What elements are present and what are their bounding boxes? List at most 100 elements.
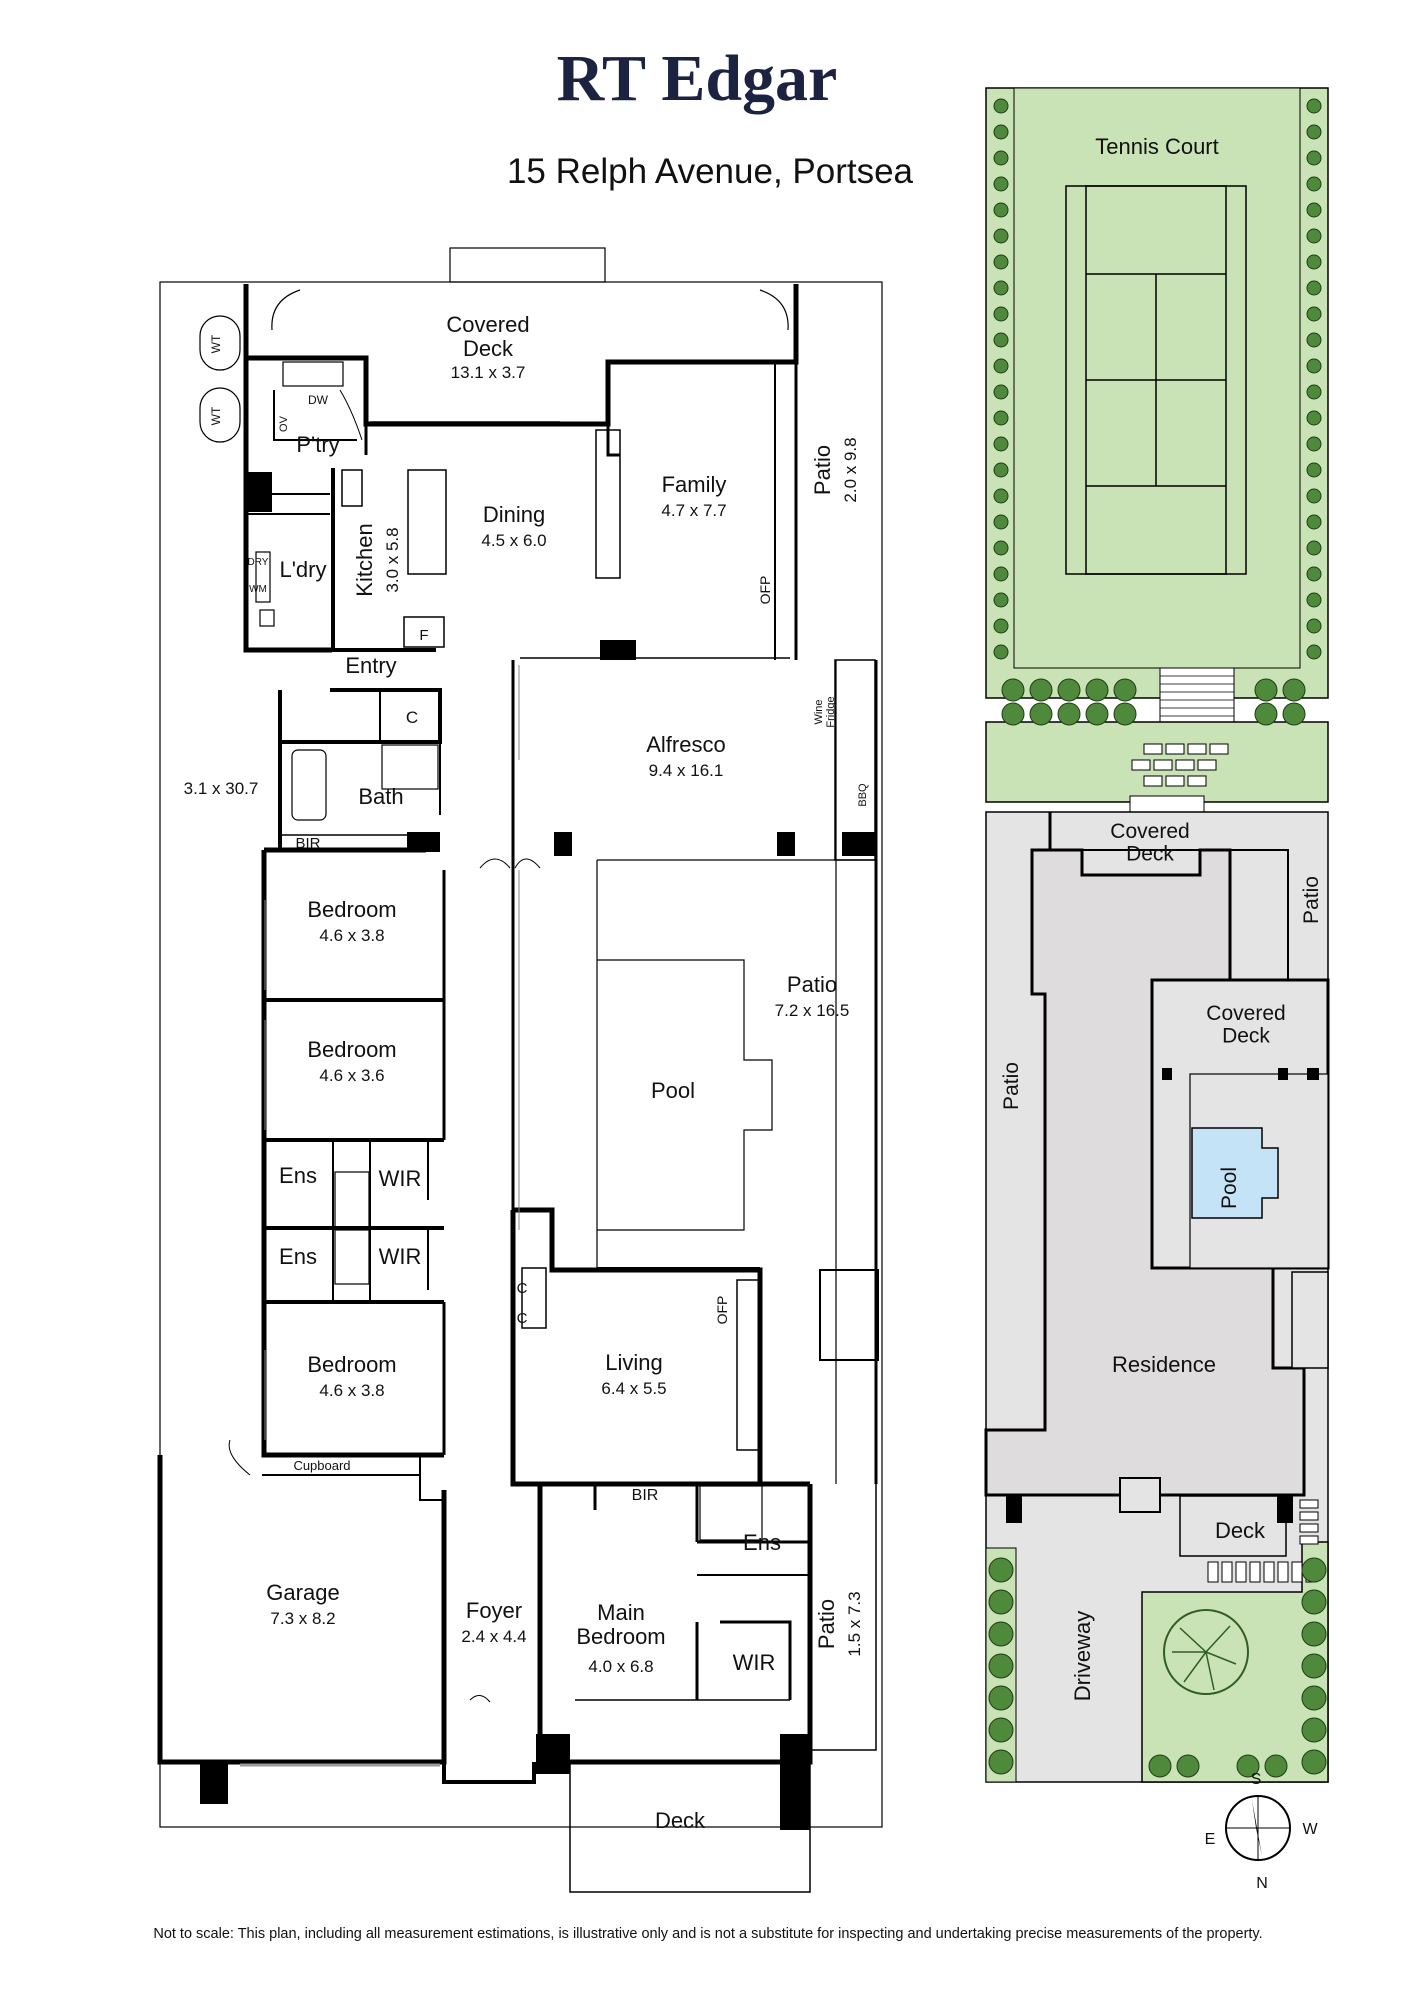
shrub-icon [1301,1557,1327,1583]
wall-pantry-inner [273,390,357,441]
shrub-icon [993,514,1009,530]
shrub-icon [1306,124,1322,140]
water-tank [199,387,241,443]
room-dims: 4.6 x 3.6 [319,1066,384,1085]
label-patio-left: Patio [1000,1062,1023,1110]
column [554,832,572,856]
shrub-icon [1113,678,1137,702]
shrub-icon [1254,678,1278,702]
tennis-surround [1013,87,1301,669]
room-name: Bedroom [307,1352,396,1377]
shrub-icon [1001,702,1025,726]
label-water-tank: WT [209,334,223,353]
shrub-icon [1306,384,1322,400]
door-swing [228,1439,251,1476]
shrub-icon [1306,176,1322,192]
wall-living-west [510,1210,810,1487]
shrub-icon [1301,1749,1327,1775]
door-swing [271,289,301,331]
room-name: Kitchen [352,523,377,596]
label-fridge: F [419,627,428,644]
room-dims: 4.0 x 6.8 [588,1657,653,1676]
room-dims: 4.5 x 6.0 [481,531,546,550]
wall-wir [695,1620,792,1700]
wall-laundry-west [243,358,332,653]
column [777,832,795,856]
pantry-bench [282,361,344,387]
side-planter [1291,1271,1329,1369]
kitchen-bench [341,469,363,507]
label-open-fireplace: OFP [757,576,773,605]
wall-family-west [606,362,620,457]
door-swing [339,389,363,441]
shower [381,744,439,790]
shrub-icon [1029,678,1053,702]
room-dims: 7.2 x 16.5 [775,1001,850,1020]
room-dims: 3.0 x 5.8 [383,527,402,592]
wall-garage-notch [419,1475,444,1501]
site-plan [984,87,1330,1783]
compass-s: S [1251,1771,1262,1788]
shrub-icon [1176,1754,1200,1778]
shrub-icon [1306,254,1322,270]
shrub-icon [1306,566,1322,582]
shrub-icon [1301,1621,1327,1647]
shrub-icon [1306,358,1322,374]
shrub-icon [1001,678,1025,702]
shrub-icon [993,98,1009,114]
shrub-icon [1306,306,1322,322]
room-dims: 2.0 x 9.8 [841,437,860,502]
room-dims: 9.4 x 16.1 [649,761,724,780]
shrub-icon [1301,1589,1327,1615]
side-path-dims: 3.1 x 30.7 [184,779,259,798]
shrub-icon [993,410,1009,426]
label-cupboard: Cupboard [293,1458,350,1473]
court-steps-lines [1160,675,1234,717]
room-name: P'try [296,432,339,457]
shrub-icon [993,488,1009,504]
pool-outline [597,959,773,1231]
column [1278,1068,1288,1080]
shrub-icon [1306,514,1322,530]
shrub-icon [993,150,1009,166]
label-driveway: Driveway [1070,1611,1095,1701]
shrub-icon [1306,436,1322,452]
room-name: WIR [733,1650,776,1675]
shrub-icon [993,462,1009,478]
shrub-icon [1306,644,1322,660]
shrub-icon [993,618,1009,634]
shower [334,1229,370,1285]
shrub-icon [993,306,1009,322]
room-name: Bath [358,784,403,809]
label-water-tank: WT [209,406,223,425]
shrub-icon [1236,1754,1260,1778]
deck-outline [1179,1495,1287,1557]
shrub-icon [988,1621,1014,1647]
label-patio-right: Patio [1300,876,1323,924]
patio-planter [819,1269,879,1361]
compass: S W E N [1205,1771,1319,1892]
disclaimer: Not to scale: This plan, including all m… [153,1926,1262,1942]
floor-plan [157,247,883,1893]
wall-north-block [243,284,799,427]
wall-living [513,1207,763,1484]
wall-foyer [442,1762,536,1784]
room-dims: 13.1 x 3.7 [451,363,526,382]
shrub-icon [1282,702,1306,726]
label-oven: OV [278,415,290,432]
steps [1129,795,1205,813]
compass-n: N [1256,1875,1268,1892]
column [1307,1068,1319,1080]
shrub-icon [1282,678,1306,702]
bbq-bench [834,659,876,861]
column [536,1734,570,1774]
room-name: WIR [379,1244,422,1269]
shrub-icon [1085,702,1109,726]
shrub-icon [993,124,1009,140]
shrub-icon [988,1717,1014,1743]
shrub-icon [993,566,1009,582]
